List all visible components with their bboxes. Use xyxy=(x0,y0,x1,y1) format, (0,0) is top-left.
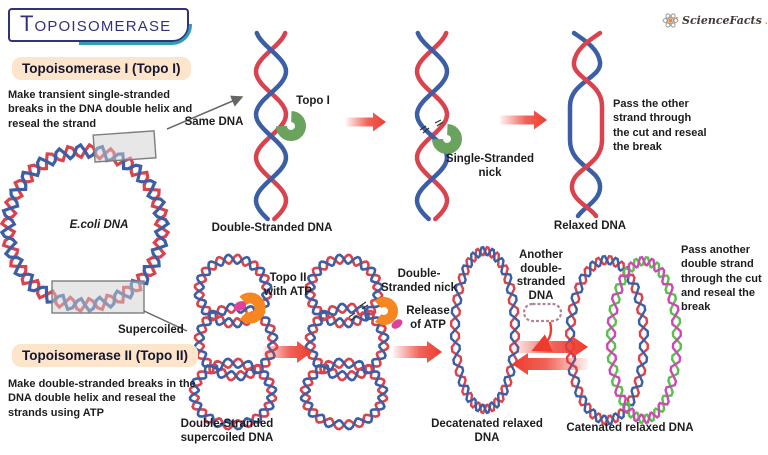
nick-marks xyxy=(348,119,444,321)
topo1-enzyme-label: Topo I xyxy=(296,95,330,107)
catenated-label: Catenated relaxed DNA xyxy=(566,422,694,434)
logo-brand-text: ScienceFacts xyxy=(682,14,762,27)
sciencefacts-logo: ScienceFacts .net xyxy=(662,12,768,29)
supercoiled-label: Supercoiled xyxy=(118,324,184,336)
page-title: TOPOISOMERASE xyxy=(8,8,193,45)
enzyme-shapes xyxy=(233,111,462,329)
page-title-initial: T xyxy=(20,11,35,36)
atom-icon xyxy=(662,13,679,28)
relaxed-dna-label: Relaxed DNA xyxy=(553,220,627,232)
pointer-lines xyxy=(143,95,244,332)
another-ds-dna-label: Another double-stranded DNA xyxy=(516,249,566,302)
topo1-heading: Topoisomerase I (Topo I) xyxy=(12,57,191,80)
pass-other-strand-note: Pass the other strand through the cut an… xyxy=(613,98,707,153)
same-dna-label: Same DNA xyxy=(184,116,244,128)
decatenated-dna-ring xyxy=(449,245,521,415)
single-stranded-nick-label: Single-Stranded nick xyxy=(445,153,535,179)
double-stranded-nick-label: Double-Stranded nick xyxy=(380,268,458,294)
logo-tld-text: .net xyxy=(764,15,768,26)
topo2-description: Make double-stranded breaks in the DNA d… xyxy=(8,378,196,419)
process-arrows xyxy=(263,110,588,375)
highlight-rects xyxy=(51,130,157,314)
pass-another-strand-note: Pass another double strand through the c… xyxy=(681,244,762,314)
catenated-dna-rings xyxy=(564,254,683,426)
small-plasmid-pill xyxy=(522,302,563,323)
topo2-enzyme-label: Topo II with ATP xyxy=(264,272,312,298)
double-stranded-dna-helix xyxy=(253,30,289,222)
supercoiled-dna-2 xyxy=(299,253,390,431)
topo2-heading: Topoisomerase II (Topo II) xyxy=(12,344,199,367)
ecoli-dna-label: E.coli DNA xyxy=(69,219,129,231)
relaxed-dna-strands xyxy=(567,30,605,219)
double-stranded-dna-label: Double-Stranded DNA xyxy=(211,222,333,234)
decatenated-label: Decatenated relaxed DNA xyxy=(431,418,543,444)
page-title-rest: OPOISOMERASE xyxy=(34,18,172,35)
ds-supercoiled-label: Double-Stranded supercoiled DNA xyxy=(180,418,274,444)
topo1-description: Make transient single-stranded breaks in… xyxy=(8,89,193,130)
nicked-dna-helix xyxy=(414,30,450,222)
release-atp-label: Release of ATP xyxy=(406,305,450,331)
